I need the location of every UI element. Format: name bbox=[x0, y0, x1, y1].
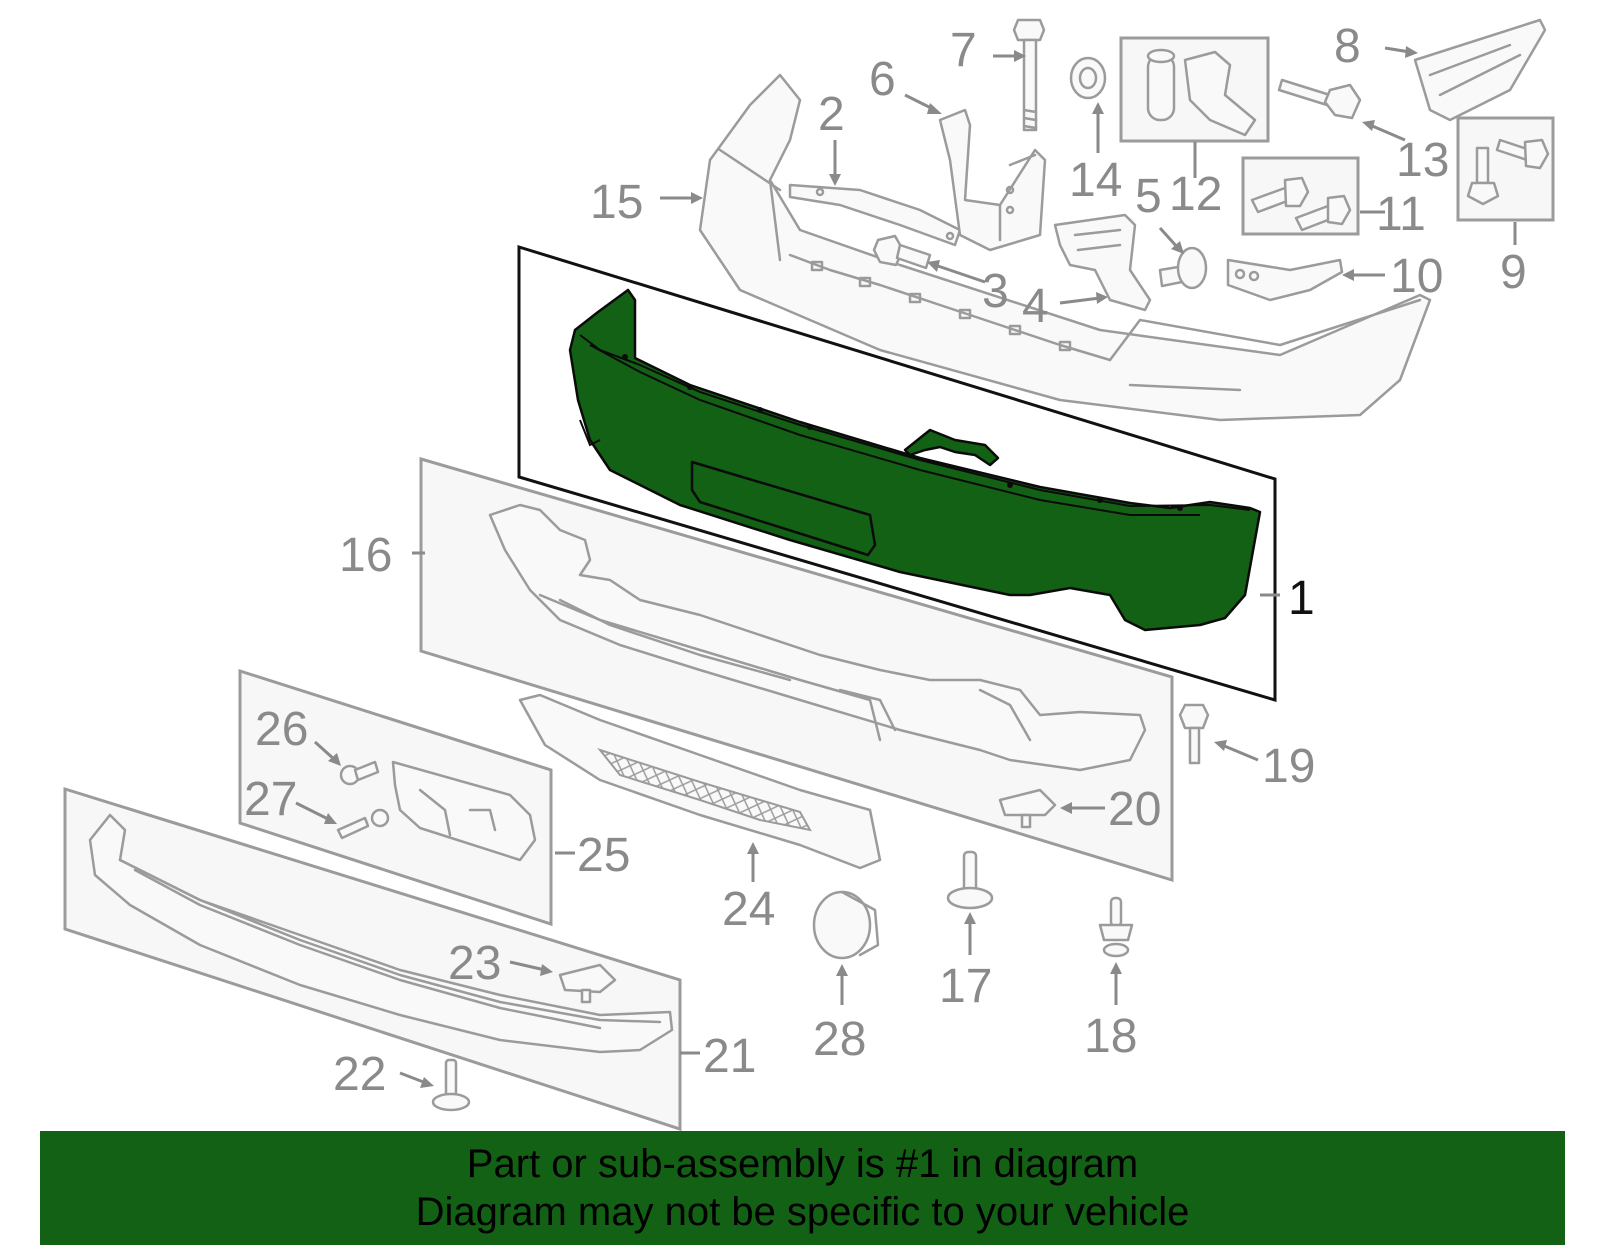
bolt-5 bbox=[1158, 246, 1208, 290]
callout-7: 7 bbox=[950, 24, 977, 77]
callout-6: 6 bbox=[869, 53, 896, 106]
callout-19: 19 bbox=[1262, 740, 1315, 793]
callout-20: 20 bbox=[1108, 783, 1161, 836]
callout-5: 5 bbox=[1135, 170, 1162, 223]
callout-26: 26 bbox=[255, 703, 308, 756]
callout-4: 4 bbox=[1022, 280, 1049, 333]
callout-16: 16 bbox=[339, 529, 392, 582]
part-12-group bbox=[1119, 36, 1270, 143]
pin-22 bbox=[431, 1058, 471, 1112]
callout-15: 15 bbox=[590, 176, 643, 229]
callout-14: 14 bbox=[1069, 154, 1122, 207]
clip-23 bbox=[558, 963, 617, 1004]
bolt-3 bbox=[872, 234, 932, 270]
part-9-group bbox=[1456, 116, 1555, 222]
callout-21: 21 bbox=[703, 1030, 756, 1083]
callout-11: 11 bbox=[1376, 188, 1426, 241]
callout-10: 10 bbox=[1390, 250, 1443, 303]
bumper-1-highlighted[interactable] bbox=[568, 288, 1262, 632]
banner-line-1: Part or sub-assembly is #1 in diagram bbox=[466, 1142, 1139, 1186]
callout-13: 13 bbox=[1396, 134, 1449, 187]
callout-8: 8 bbox=[1334, 20, 1361, 73]
callout-25: 25 bbox=[577, 829, 630, 882]
info-banner: Part or sub-assembly is #1 in diagram Di… bbox=[40, 1131, 1565, 1245]
clip-20 bbox=[998, 788, 1057, 829]
bolt-13 bbox=[1277, 78, 1362, 120]
pin-17 bbox=[946, 850, 994, 910]
bracket-6 bbox=[938, 108, 1047, 252]
callout-17: 17 bbox=[939, 960, 992, 1013]
grille-24 bbox=[518, 693, 882, 870]
bumper-cover-15 bbox=[698, 73, 1432, 422]
leader-lines bbox=[295, 46, 1517, 1088]
absorber-16 bbox=[419, 457, 1174, 883]
bolt-19 bbox=[1178, 703, 1210, 765]
callout-labels: 1 2 3 4 5 6 7 8 9 10 11 12 13 14 15 16 1… bbox=[244, 20, 1527, 1101]
callout-12: 12 bbox=[1169, 168, 1222, 221]
callout-1: 1 bbox=[1288, 572, 1315, 625]
callout-2: 2 bbox=[818, 88, 845, 141]
bracket-4 bbox=[1053, 213, 1152, 312]
callout-18: 18 bbox=[1084, 1010, 1137, 1063]
callout-24: 24 bbox=[722, 883, 775, 936]
bracket-2 bbox=[788, 183, 962, 247]
callout-9: 9 bbox=[1500, 246, 1527, 299]
pin-18 bbox=[1098, 896, 1134, 958]
bolt-7 bbox=[1012, 18, 1046, 132]
callout-23: 23 bbox=[448, 937, 501, 990]
callout-3: 3 bbox=[982, 265, 1009, 318]
valance-21 bbox=[63, 786, 682, 1132]
part-25-group bbox=[238, 668, 553, 927]
part-11-group bbox=[1241, 156, 1360, 236]
cap-28 bbox=[812, 890, 880, 960]
callout-28: 28 bbox=[813, 1013, 866, 1066]
nut-14 bbox=[1069, 56, 1107, 100]
bracket-10 bbox=[1226, 258, 1344, 302]
callout-27: 27 bbox=[244, 773, 297, 826]
banner-line-2: Diagram may not be specific to your vehi… bbox=[415, 1190, 1190, 1234]
bracket-8 bbox=[1413, 18, 1547, 122]
callout-22: 22 bbox=[333, 1048, 386, 1101]
